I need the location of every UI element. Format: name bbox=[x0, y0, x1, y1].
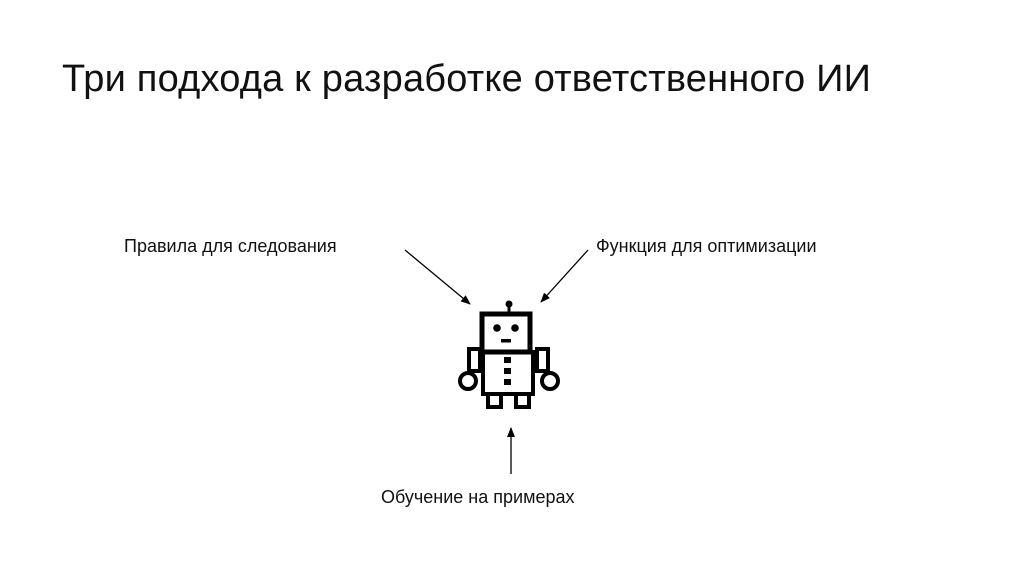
arrow-from-optimization bbox=[540, 249, 589, 303]
slide-title: Три подхода к разработке ответственного … bbox=[62, 58, 872, 100]
arrow-from-rules bbox=[404, 249, 471, 305]
label-rules: Правила для следования bbox=[124, 236, 337, 256]
robot-icon bbox=[458, 300, 560, 409]
label-examples: Обучение на примерах bbox=[381, 487, 575, 507]
label-optimization: Функция для оптимизации bbox=[596, 236, 817, 256]
